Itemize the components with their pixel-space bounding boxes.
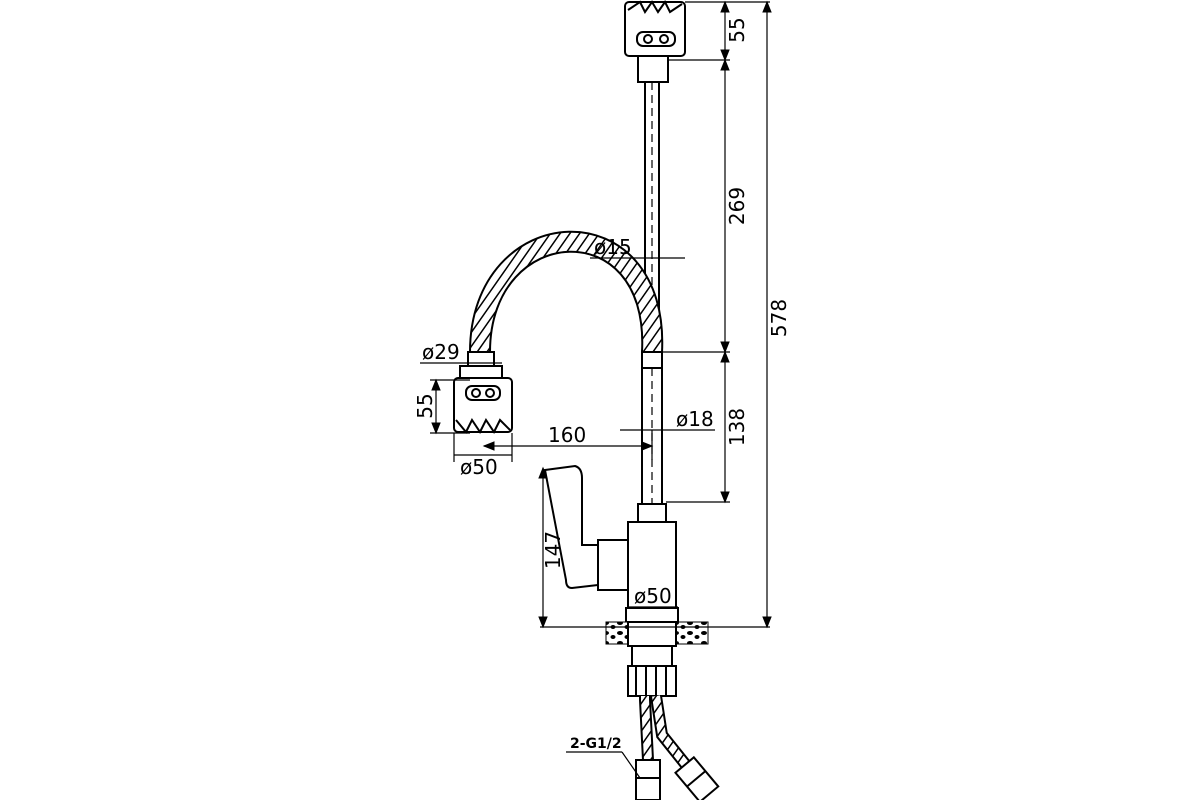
dimension-lines xyxy=(420,0,772,779)
dim-base-diameter: ø50 xyxy=(634,584,672,608)
spout-tube xyxy=(641,351,663,505)
dim-spout-tube-length: 138 xyxy=(725,408,749,446)
faucet-body xyxy=(543,464,679,623)
dim-spout-tube-diameter: ø18 xyxy=(676,407,714,431)
dim-spout-reach: 160 xyxy=(548,423,586,447)
side-spray-head xyxy=(453,351,513,434)
dim-hose-diameter: ø15 xyxy=(594,235,632,259)
dim-head-connector-diameter: ø29 xyxy=(422,340,460,364)
dim-inlet-thread: 2-G1/2 xyxy=(570,736,622,752)
dim-head-height-top: 55 xyxy=(725,17,749,42)
braided-gooseneck-hose xyxy=(469,230,664,353)
top-spray-head xyxy=(624,0,686,83)
dim-head-diameter: ø50 xyxy=(460,455,498,479)
dim-head-height-side: 55 xyxy=(413,393,437,418)
countertop-section xyxy=(605,621,709,697)
dim-total-height: 578 xyxy=(767,299,791,337)
dim-body-height: 147 xyxy=(541,531,565,569)
supply-hoses xyxy=(635,695,720,800)
dim-hose-length: 269 xyxy=(725,187,749,225)
dimension-labels: 55 269 578 138 ø15 ø18 160 ø29 55 ø50 14… xyxy=(413,17,791,752)
